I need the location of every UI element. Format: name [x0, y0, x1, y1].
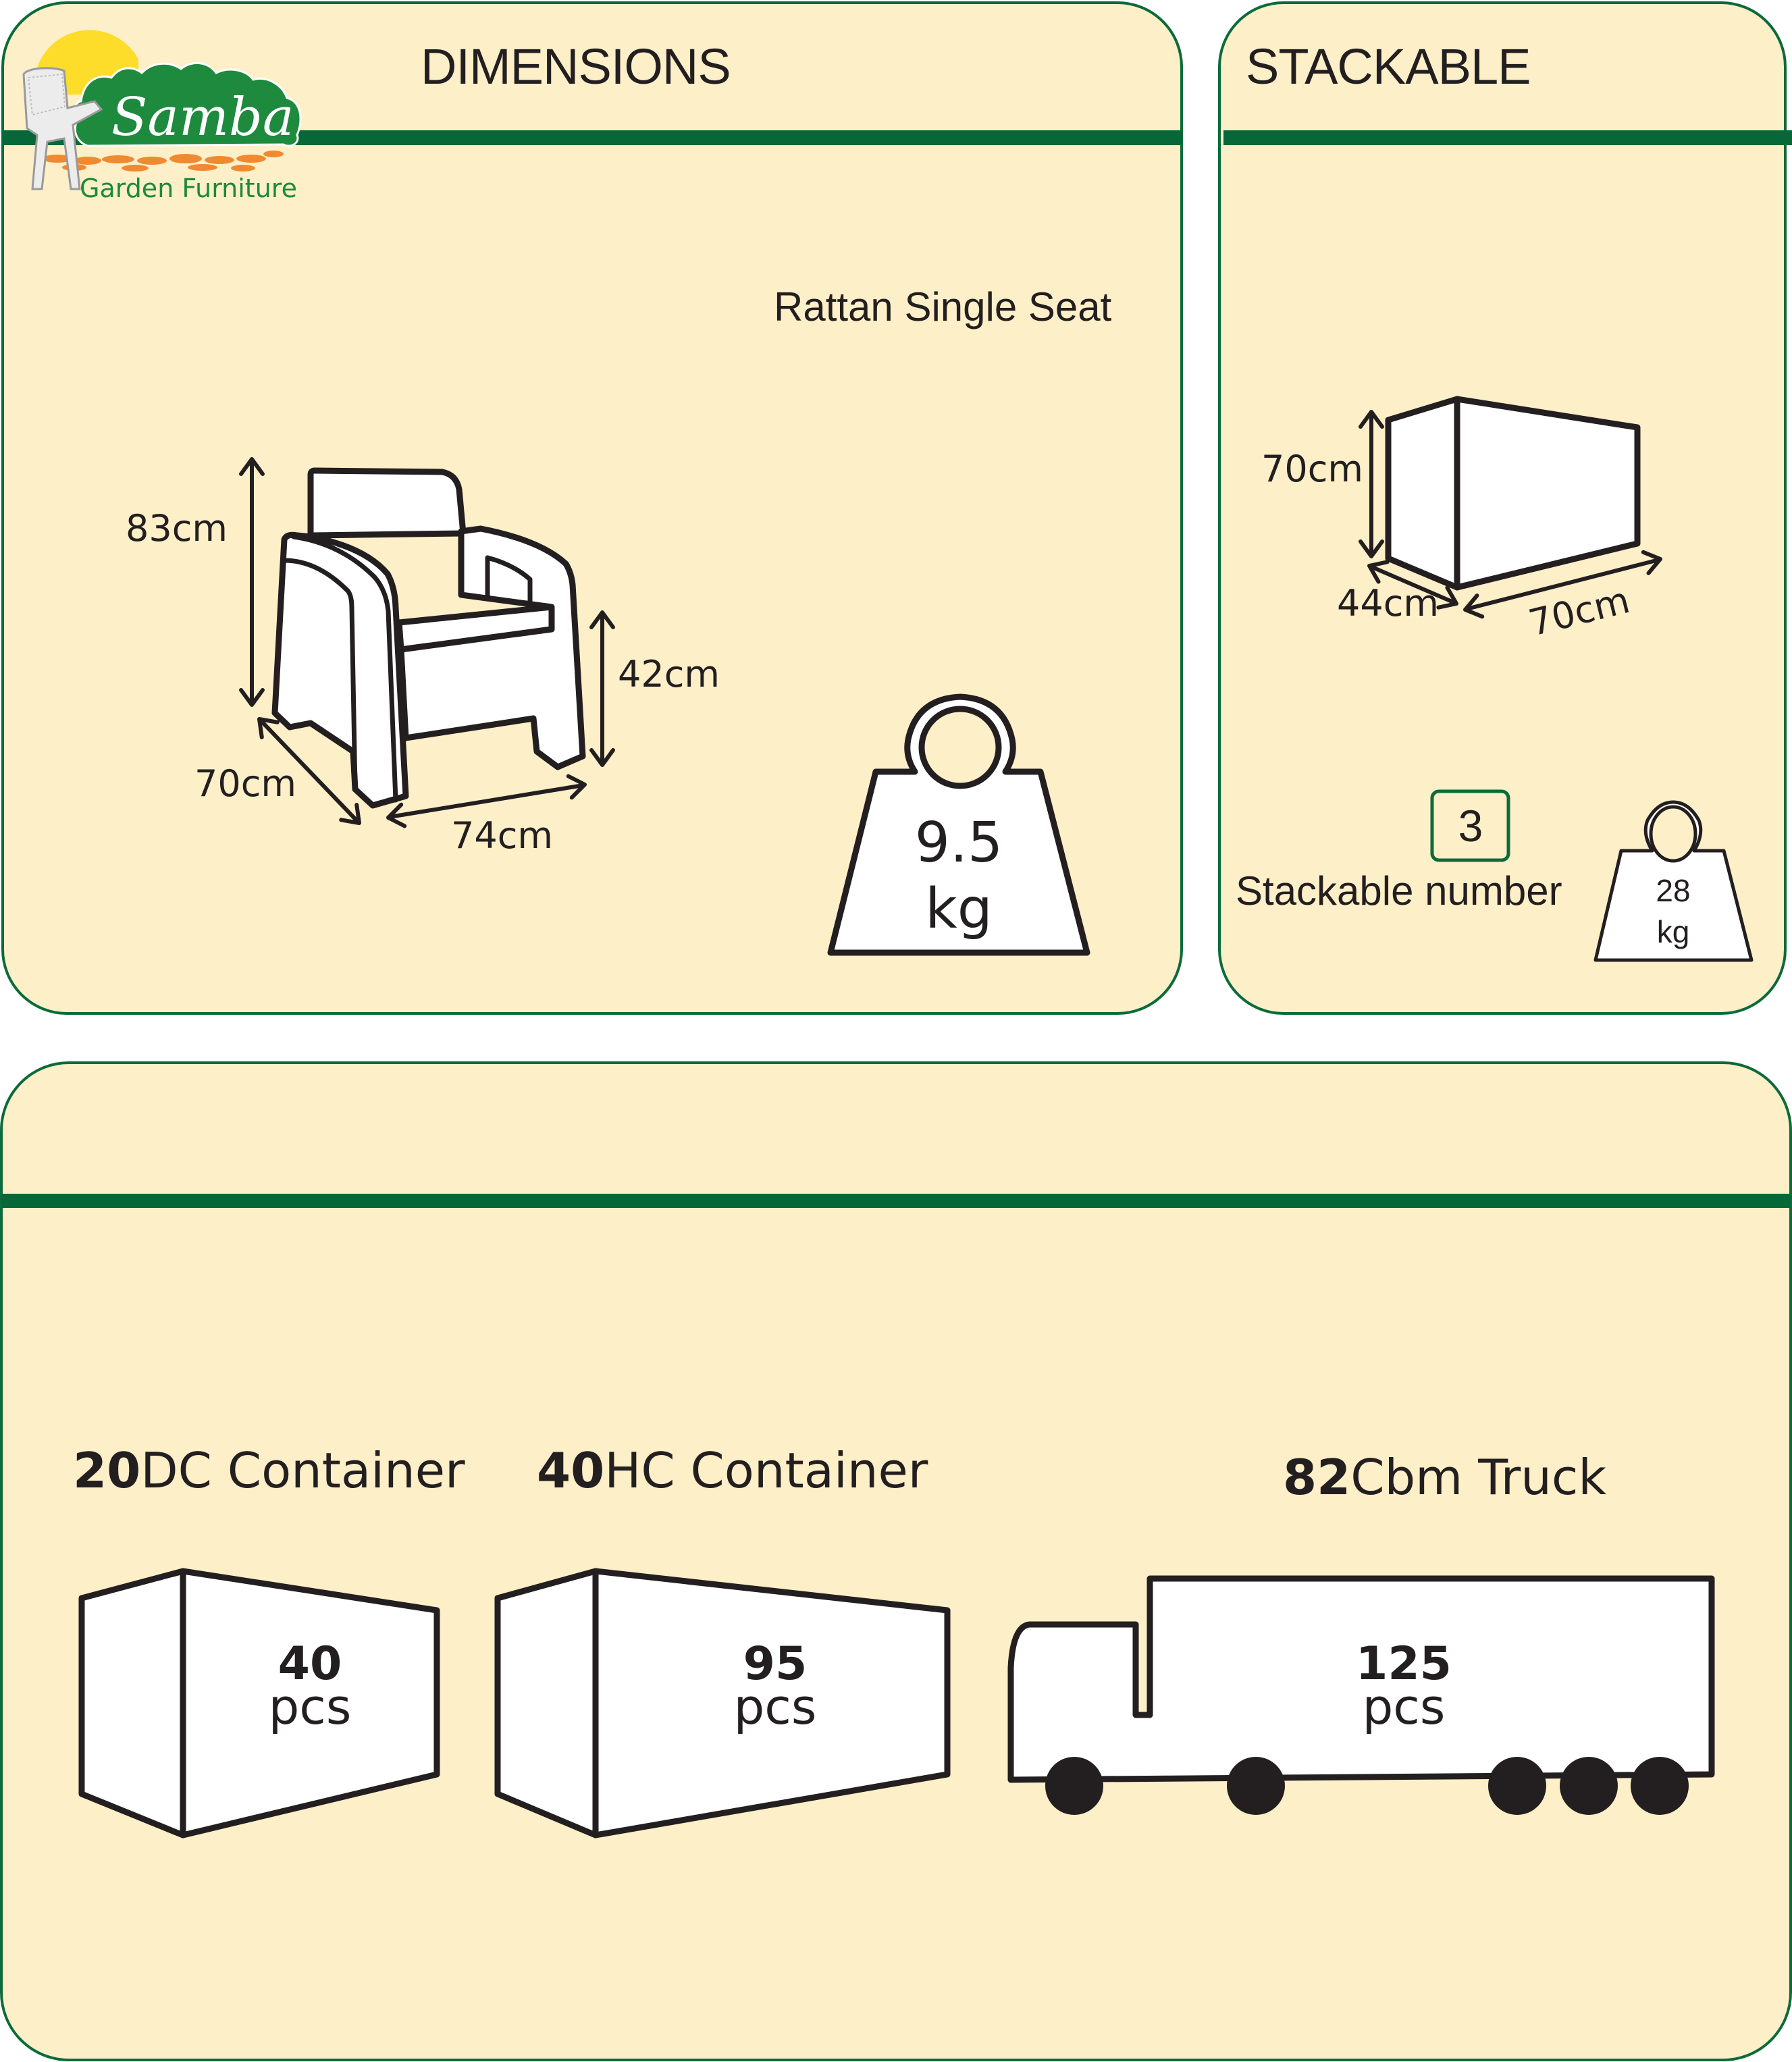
wheel-icon [1560, 1757, 1618, 1815]
seat-height-arrow [591, 612, 613, 765]
truck-count: 125 [1356, 1637, 1452, 1691]
seat-height-label: 42cm [618, 653, 720, 695]
shipping-panel-frame [0, 1061, 1792, 2061]
container-count: 40 [278, 1637, 342, 1691]
chair-left-arm-rim [291, 534, 398, 803]
stackable-number: 3 [1458, 801, 1483, 851]
container-count: 95 [743, 1637, 808, 1691]
stack-depth-arrow [1365, 556, 1460, 613]
stackable-title: STACKABLE [1246, 38, 1530, 95]
width-label: 74cm [451, 814, 553, 857]
wheel-icon [1227, 1757, 1285, 1815]
shipping-item-title: 82Cbm Truck [1283, 1449, 1606, 1506]
shipping-header-rule [1, 1194, 1791, 1208]
container-unit: pcs [734, 1678, 817, 1735]
truck-icon [1007, 1575, 1715, 1815]
weight-unit: kg [925, 877, 993, 941]
height-arrow [241, 459, 263, 705]
depth-arrow [251, 712, 367, 830]
chair-backrest [307, 467, 467, 539]
stackable-panel: STACKABLE 70cm 44cm 70cm 3 Stackable num… [1218, 1, 1792, 1015]
container-prefix: 20 [73, 1442, 140, 1499]
container-unit: pcs [269, 1678, 352, 1735]
truck-prefix: 82 [1283, 1449, 1350, 1506]
truck-unit: pcs [1363, 1678, 1446, 1735]
brand-logo: Samba Garden Furniture [22, 30, 302, 203]
depth-label: 70cm [194, 762, 296, 805]
plastic-chair-icon [22, 67, 103, 190]
shipping-item-title: 20DC Container [73, 1442, 465, 1499]
stack-weight-icon [1593, 800, 1754, 962]
stack-height-arrow [1361, 412, 1382, 556]
stack-weight-value: 28 [1656, 873, 1690, 908]
chair-drawing [271, 467, 586, 809]
chair-left-arm-inner [282, 558, 358, 792]
stack-width-arrow [1462, 548, 1663, 620]
brand-name: Samba [111, 87, 294, 148]
stackable-number-label: Stackable number [1236, 868, 1562, 914]
height-label: 83cm [126, 507, 228, 550]
chair-arm-window [485, 555, 533, 606]
truck-wheels [1045, 1757, 1689, 1815]
wheel-icon [1631, 1757, 1689, 1815]
bush-icon [74, 61, 302, 147]
chair-right-arm [398, 525, 586, 770]
weight-icon [827, 693, 1090, 956]
shipping-panel: 20DC Container 40 pcs 40HC Container 95 … [0, 1061, 1792, 2061]
shipping-item-title: 40HC Container [537, 1442, 928, 1499]
stack-weight-unit: kg [1657, 914, 1690, 949]
stack-box-icon [1385, 396, 1641, 591]
container-prefix: 40 [537, 1442, 604, 1499]
stackable-number-badge [1430, 789, 1510, 862]
product-name: Rattan Single Seat [774, 284, 1112, 329]
width-arrow [386, 774, 586, 828]
dimensions-panel: DIMENSIONS Samba Garden Furniture Rattan… [1, 1, 1183, 1015]
wheel-icon [1045, 1757, 1103, 1815]
brand-tagline: Garden Furniture [80, 174, 297, 203]
truck-name: Cbm Truck [1350, 1449, 1606, 1506]
weight-value: 9.5 [915, 811, 1003, 875]
dimensions-title: DIMENSIONS [421, 38, 731, 95]
stack-depth-label: 44cm [1337, 582, 1439, 625]
container-20dc-icon [78, 1568, 440, 1839]
stackable-header-rule [1223, 130, 1792, 145]
stack-height-label: 70cm [1261, 448, 1363, 490]
container-40hc-icon [494, 1568, 951, 1839]
wheel-icon [1488, 1757, 1546, 1815]
container-name: DC Container [140, 1442, 465, 1499]
container-name: HC Container [604, 1442, 928, 1499]
